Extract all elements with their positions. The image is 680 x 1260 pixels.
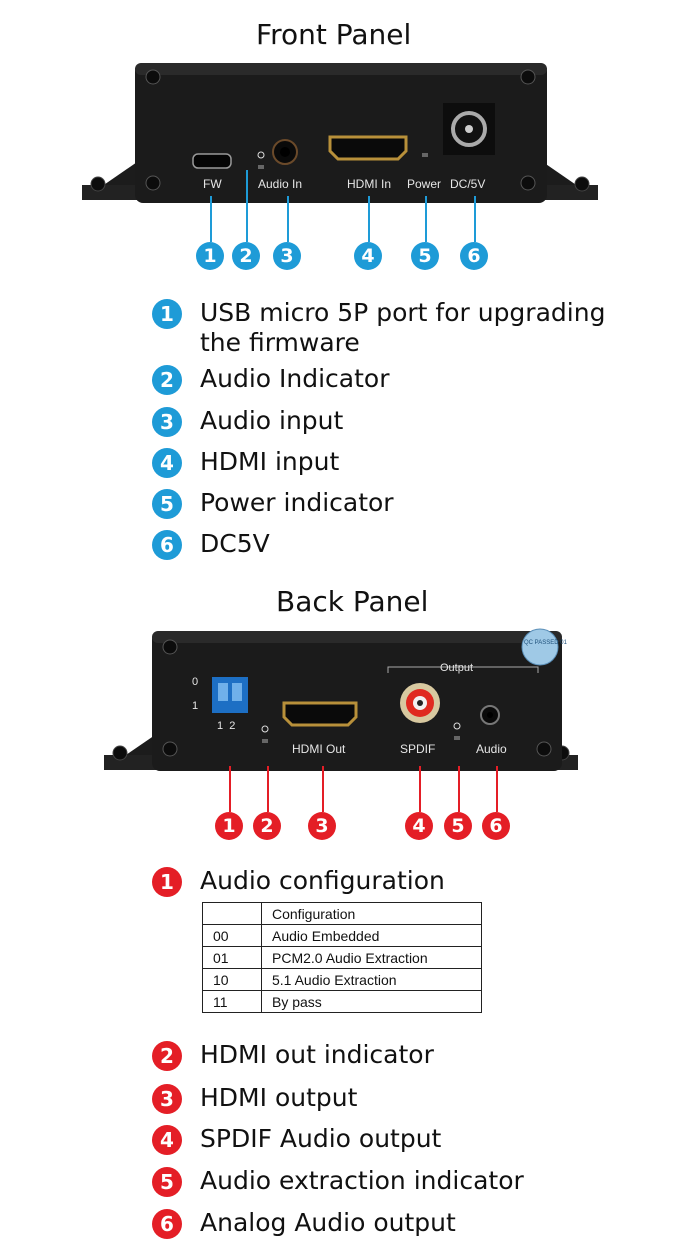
back-leader-3 xyxy=(322,766,324,812)
qc-sticker-text: QC PASSED 01 xyxy=(524,640,567,646)
legend-text: Audio extraction indicator xyxy=(200,1166,524,1195)
fw-label: FW xyxy=(203,177,222,191)
front-callout-3: 3 xyxy=(273,242,301,270)
back-leader-6 xyxy=(496,766,498,812)
hdmi-in-label: HDMI In xyxy=(347,177,392,191)
back-legend-item: 6 Analog Audio output xyxy=(152,1208,456,1239)
spdif-label: SPDIF xyxy=(400,742,436,756)
table-cell: By pass xyxy=(261,990,482,1013)
legend-number: 6 xyxy=(152,1209,182,1239)
front-callout-1: 1 xyxy=(196,242,224,270)
dip-switch-0-label: 0 xyxy=(192,676,199,688)
back-panel-device-image xyxy=(104,628,578,771)
audio-in-label: Audio In xyxy=(258,177,303,191)
legend-number: 4 xyxy=(152,1125,182,1155)
table-header-cell xyxy=(202,902,262,925)
legend-text: Audio input xyxy=(200,406,344,435)
back-leader-5 xyxy=(458,766,460,812)
dip-switch-positions-label: 1 2 xyxy=(217,720,236,732)
hdmi-out-label: HDMI Out xyxy=(292,742,346,756)
legend-text: HDMI input xyxy=(200,447,340,476)
front-leader-4 xyxy=(368,196,370,242)
table-cell: 10 xyxy=(202,968,262,991)
table-cell: 01 xyxy=(202,946,262,969)
back-panel-title: Back Panel xyxy=(276,585,429,618)
front-leader-2 xyxy=(246,170,248,242)
front-callout-5: 5 xyxy=(411,242,439,270)
back-callout-2: 2 xyxy=(253,812,281,840)
legend-text: HDMI output xyxy=(200,1083,358,1112)
legend-number: 2 xyxy=(152,1041,182,1071)
table-cell: 11 xyxy=(202,990,262,1013)
back-legend-item: 5 Audio extraction indicator xyxy=(152,1166,524,1197)
table-row: 10 5.1 Audio Extraction xyxy=(202,968,482,991)
front-legend-item: 5 Power indicator xyxy=(152,488,394,519)
table-header-cell: Configuration xyxy=(261,902,482,925)
front-callout-4: 4 xyxy=(354,242,382,270)
front-leader-6 xyxy=(474,196,476,242)
back-leader-2 xyxy=(267,766,269,812)
dc5v-label: DC/5V xyxy=(450,177,486,191)
legend-number: 1 xyxy=(152,867,182,897)
table-cell: Audio Embedded xyxy=(261,924,482,947)
legend-number: 5 xyxy=(152,489,182,519)
table-cell: 5.1 Audio Extraction xyxy=(261,968,482,991)
legend-number: 6 xyxy=(152,530,182,560)
back-callout-1: 1 xyxy=(215,812,243,840)
audio-out-label: Audio xyxy=(476,742,507,756)
table-cell: PCM2.0 Audio Extraction xyxy=(261,946,482,969)
back-legend-item: 4 SPDIF Audio output xyxy=(152,1124,441,1155)
legend-text: Audio Indicator xyxy=(200,364,390,393)
table-header-row: Configuration xyxy=(202,902,482,925)
table-cell: 00 xyxy=(202,924,262,947)
table-row: 00 Audio Embedded xyxy=(202,924,482,947)
legend-number: 3 xyxy=(152,1084,182,1114)
front-leader-3 xyxy=(287,196,289,242)
back-legend-item: 3 HDMI output xyxy=(152,1083,357,1114)
back-callout-5: 5 xyxy=(444,812,472,840)
audio-configuration-table: Configuration 00 Audio Embedded 01 PCM2.… xyxy=(202,902,482,1013)
front-legend-item: 1 USB micro 5P port for upgrading the fi… xyxy=(152,298,620,358)
front-legend-item: 2 Audio Indicator xyxy=(152,364,389,395)
table-row: 01 PCM2.0 Audio Extraction xyxy=(202,946,482,969)
back-leader-1 xyxy=(229,766,231,812)
back-callout-4: 4 xyxy=(405,812,433,840)
legend-text: USB micro 5P port for upgrading the firm… xyxy=(200,298,606,357)
front-legend-item: 3 Audio input xyxy=(152,406,343,437)
legend-text: Audio configuration xyxy=(200,866,445,895)
back-legend-item: 2 HDMI out indicator xyxy=(152,1040,434,1071)
legend-number: 5 xyxy=(152,1167,182,1197)
front-legend-item: 4 HDMI input xyxy=(152,447,339,478)
legend-number: 2 xyxy=(152,365,182,395)
legend-text: Power indicator xyxy=(200,488,394,517)
back-legend-item: 1 Audio configuration xyxy=(152,866,445,897)
legend-number: 4 xyxy=(152,448,182,478)
table-row: 11 By pass xyxy=(202,990,482,1013)
front-legend-item: 6 DC5V xyxy=(152,529,270,560)
front-callout-6: 6 xyxy=(460,242,488,270)
legend-text: Analog Audio output xyxy=(200,1208,456,1237)
legend-number: 3 xyxy=(152,407,182,437)
legend-text: DC5V xyxy=(200,529,270,558)
front-callout-2: 2 xyxy=(232,242,260,270)
output-label: Output xyxy=(440,662,474,674)
legend-text: HDMI out indicator xyxy=(200,1040,434,1069)
legend-text: SPDIF Audio output xyxy=(200,1124,442,1153)
front-panel-device-image xyxy=(82,63,598,203)
front-leader-1 xyxy=(210,196,212,242)
back-callout-6: 6 xyxy=(482,812,510,840)
back-callout-3: 3 xyxy=(308,812,336,840)
back-leader-4 xyxy=(419,766,421,812)
front-panel-title: Front Panel xyxy=(256,18,412,51)
front-leader-5 xyxy=(425,196,427,242)
legend-number: 1 xyxy=(152,299,182,329)
dip-switch-1-label: 1 xyxy=(192,700,199,712)
power-label: Power xyxy=(407,177,442,191)
